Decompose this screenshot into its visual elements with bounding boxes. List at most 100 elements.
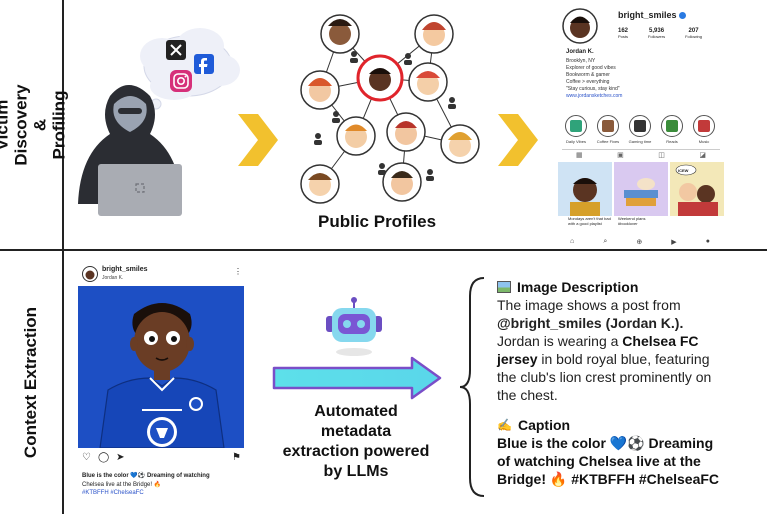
avatar: [320, 14, 360, 54]
bio-line: Coffee > everything: [566, 79, 610, 85]
caption-text: Blue is the color 💙⚽ Dreaming of watchin…: [497, 434, 759, 488]
highlight-daily-vibes[interactable]: Daily Vibes: [564, 115, 588, 144]
arrow-caption-line: Automated: [314, 403, 398, 420]
row-divider: [0, 249, 767, 251]
hacker-illustration: [78, 28, 240, 216]
avatar-highlighted: [356, 54, 404, 102]
instagram-post: bright_smiles Jordan K. ⋮ ♡ ◯ ➤: [76, 262, 246, 502]
verified-icon: [679, 12, 686, 19]
arrow-step-1: [238, 114, 278, 166]
caption-line: Bridge! 🔥 #KTBFFH #ChelseaFC: [497, 471, 720, 487]
avatar: [414, 14, 454, 54]
network-links: [319, 33, 461, 185]
column-divider: [62, 0, 64, 514]
reels-icon[interactable]: ▣: [617, 152, 624, 159]
desc-line: the chest.: [497, 387, 558, 403]
arrow-caption-line: extraction powered: [282, 443, 430, 460]
post-image[interactable]: [78, 286, 244, 448]
desc-line: The image shows a post from: [497, 297, 681, 313]
more-options-icon[interactable]: ⋮: [234, 267, 242, 276]
profile-nav-icon[interactable]: ●: [705, 238, 710, 245]
curly-brace: [459, 277, 485, 497]
arrow-step-2: [498, 114, 538, 166]
profile-avatar: [562, 8, 598, 44]
caption-heading: ✍ Caption: [497, 417, 571, 433]
extraction-output: Image Description The image shows a post…: [497, 278, 759, 488]
post-thumb-caption: ICEW: [678, 168, 689, 173]
tag-icon[interactable]: ◫: [658, 152, 665, 159]
person-icon: [314, 51, 456, 181]
bio-line: Explorer of good vibes: [566, 65, 616, 71]
desc-line: @bright_smiles (Jordan K.).: [497, 315, 684, 331]
reels-nav-icon[interactable]: ▶: [671, 239, 677, 246]
desc-line: Jordan is wearing a Chelsea FC: [497, 333, 699, 349]
arrow-caption: Automated metadata extraction powered by…: [262, 402, 450, 482]
send-icon[interactable]: ➤: [116, 452, 125, 463]
bottom-nav: ⌂ ⌕ ⊕ ▶ ●: [570, 238, 710, 246]
post-thumb[interactable]: [614, 162, 668, 216]
facebook-icon: [194, 54, 214, 74]
desc-line: the club's lion crest prominently on: [497, 369, 712, 385]
profile-network: [300, 14, 480, 204]
bio-line: "Stay curious, stay kind": [566, 86, 620, 92]
laptop-icon: [98, 164, 182, 216]
row-label-bottom-text: Context Extraction: [21, 306, 41, 459]
row-label-top-text: Victim Discovery & Profiling: [0, 83, 69, 166]
post-thumb[interactable]: [558, 162, 612, 216]
post-thumb-caption: Weekend plans #booklover: [618, 216, 646, 226]
profile-name: Jordan K.: [566, 49, 594, 55]
post-avatar: [82, 266, 98, 282]
post-caption-line: Blue is the color 💙⚽ Dreaming of watchin…: [82, 473, 210, 479]
profile-tabs: ▦ ▣ ◫ ◪: [576, 151, 706, 159]
post-username[interactable]: bright_smiles: [102, 266, 148, 273]
add-icon[interactable]: ⊕: [636, 239, 643, 246]
bio-line: Brooklyn, NY: [566, 58, 596, 64]
avatar: [386, 112, 426, 152]
image-icon: [497, 281, 511, 293]
highlight-reads[interactable]: Reads: [660, 115, 684, 144]
avatar: [300, 164, 340, 204]
post-author-name: Jordan K.: [102, 275, 124, 281]
arrow-caption-line: by LLMs: [323, 463, 389, 480]
row-label-top: Victim Discovery & Profiling: [0, 0, 69, 249]
search-icon[interactable]: ⌕: [603, 238, 608, 245]
image-description-text: The image shows a post from @bright_smil…: [497, 296, 759, 404]
x-logo-icon: [166, 40, 186, 60]
profile-username: bright_smiles: [618, 10, 677, 20]
caption-line: Blue is the color 💙⚽ Dreaming: [497, 435, 714, 451]
caption-line: of watching Chelsea live at the: [497, 453, 701, 469]
highlight-music[interactable]: Music: [692, 115, 716, 144]
grid-icon[interactable]: ▦: [576, 152, 583, 159]
home-icon[interactable]: ⌂: [570, 238, 575, 245]
avatar: [408, 62, 448, 102]
grid-divider: [562, 149, 720, 150]
arrow-caption-line: metadata: [320, 423, 392, 440]
heart-icon[interactable]: ♡: [82, 452, 91, 463]
pencil-icon: ✍: [497, 418, 512, 432]
avatar: [300, 70, 340, 110]
bio-line: Bookworm & gamer: [566, 72, 610, 78]
post-hashtags[interactable]: #KTBFFH #ChelseaFC: [82, 490, 144, 496]
row-label-bottom: Context Extraction: [0, 251, 62, 514]
bookmark-icon[interactable]: ⚑: [232, 452, 241, 463]
avatar: [382, 162, 422, 202]
image-description-heading: Image Description: [497, 278, 759, 296]
post-actions: ♡ ◯ ➤: [82, 452, 125, 463]
robot-icon: [326, 297, 382, 356]
bio-link[interactable]: www.jordansketches.com: [566, 93, 623, 99]
highlight-gaming[interactable]: Gaming time: [628, 115, 652, 144]
instagram-icon: [170, 70, 192, 92]
comment-icon[interactable]: ◯: [97, 452, 110, 463]
post-thumb-caption: Mondays aren't that bad with a good play…: [568, 216, 611, 226]
network-caption: Public Profiles: [318, 212, 437, 231]
tagged-icon[interactable]: ◪: [699, 152, 706, 159]
avatar: [440, 124, 480, 164]
highlight-coffee[interactable]: Coffee Fixes: [596, 115, 620, 144]
post-thumb[interactable]: [670, 162, 724, 216]
